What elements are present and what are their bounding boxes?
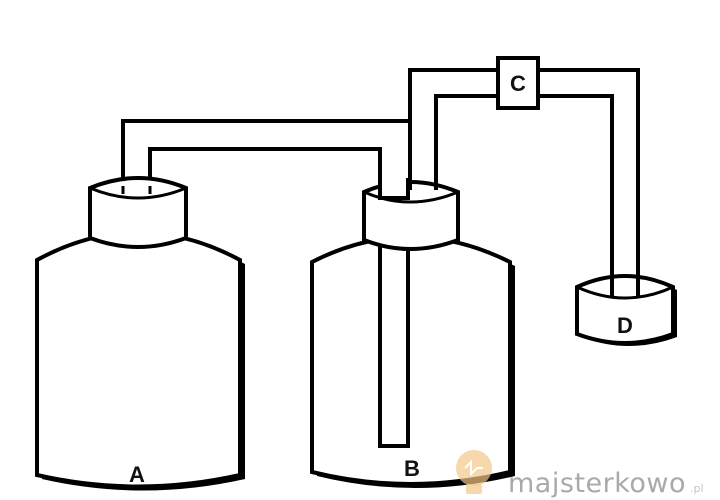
label-c: C [510, 71, 526, 96]
watermark: majsterkowo .pl [456, 450, 704, 499]
tube-a-to-b [121, 119, 412, 188]
dish-d-body [575, 274, 675, 345]
bottle-a [35, 176, 245, 491]
label-b: B [404, 456, 420, 481]
bottle-a-body [35, 230, 242, 489]
watermark-suffix: .pl [690, 482, 704, 495]
valve-c [496, 56, 540, 110]
label-d: D [617, 313, 633, 338]
tube-b-to-d [408, 68, 640, 276]
label-a: A [129, 462, 145, 487]
bottle-b [310, 176, 515, 488]
bottle-a-cap [88, 176, 188, 249]
dish-d [575, 274, 677, 346]
watermark-text: majsterkowo [508, 468, 686, 499]
bottle-b-dip-tube [378, 235, 410, 448]
lightbulb-icon [456, 450, 492, 494]
bottle-b-body [310, 235, 512, 486]
